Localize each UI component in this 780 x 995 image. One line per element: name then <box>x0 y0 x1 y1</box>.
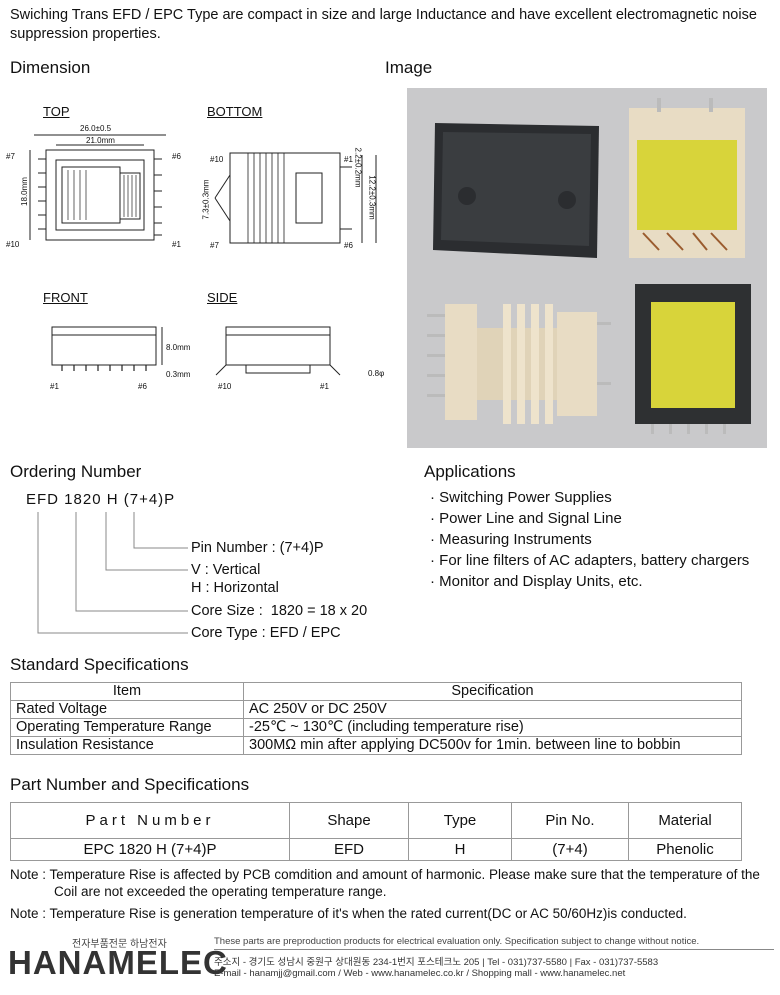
pin10-side: #10 <box>218 382 232 391</box>
company-logo: HANAMELEC <box>8 944 228 981</box>
spec-item: Rated Voltage <box>10 700 244 719</box>
pin6-bottom: #6 <box>344 241 353 250</box>
application-item: Switching Power Supplies <box>430 487 749 508</box>
table-header-row: Item Specification <box>10 682 742 701</box>
col-type: Type <box>408 802 512 839</box>
side-label: SIDE <box>207 290 238 305</box>
horizontal-desc: H : Horizontal <box>191 580 279 596</box>
dim-22: 2.2±0.2mm <box>353 147 363 188</box>
ordering-heading: Ordering Number <box>10 462 142 481</box>
note-1: Note : Temperature Rise is affected by P… <box>10 867 760 899</box>
applications-heading: Applications <box>424 462 516 481</box>
spec-item: Operating Temperature Range <box>10 718 244 737</box>
table-row: Rated Voltage AC 250V or DC 250V <box>10 700 742 719</box>
pin1-top: #1 <box>172 240 181 249</box>
col-part-number: Part Number <box>10 802 290 839</box>
dim-08: 0.8φ <box>368 369 385 378</box>
pin6-top: #6 <box>172 152 181 161</box>
pin1-bottom: #1 <box>344 155 353 164</box>
ordering-code: EFD 1820 H (7+4)P <box>26 491 175 508</box>
product-photo <box>407 88 767 448</box>
image-heading: Image <box>385 58 433 77</box>
code-orientation: H <box>106 491 119 508</box>
core-size-value: 1820 = 18 x 20 <box>270 603 368 619</box>
shape-cell: EFD <box>289 838 409 861</box>
core-size-desc: Core Size : 1820 = 18 x 20 <box>191 603 367 619</box>
dimension-heading: Dimension <box>10 58 91 77</box>
dim-21: 21.0mm <box>86 136 115 145</box>
spec-value: 300MΩ min after applying DC500v for 1min… <box>243 736 742 755</box>
part-number-cell: EPC 1820 H (7+4)P <box>10 838 290 861</box>
spec-value: -25℃ ~ 130℃ (including temperature rise) <box>243 718 742 737</box>
pin7-top: #7 <box>6 152 15 161</box>
bottom-label: BOTTOM <box>207 104 263 119</box>
part-specs-table: Part Number Shape Type Pin No. Material … <box>10 802 742 861</box>
pin1-front: #1 <box>50 382 59 391</box>
applications-list: Switching Power Supplies Power Line and … <box>430 487 749 592</box>
application-item: Measuring Instruments <box>430 529 749 550</box>
top-label: TOP <box>43 104 70 119</box>
code-core-type: EFD <box>26 491 59 508</box>
table-row: EPC 1820 H (7+4)P EFD H (7+4) Phenolic <box>10 838 742 861</box>
core-type-desc: Core Type : EFD / EPC <box>191 625 341 641</box>
pin10-top: #10 <box>6 240 20 249</box>
footer-disclaimer: These parts are preproduction products f… <box>214 936 700 947</box>
col-material: Material <box>628 802 742 839</box>
dimension-lines <box>29 134 377 376</box>
footer: 전자부품전문 하남전자 HANAMELEC These parts are pr… <box>0 928 780 995</box>
standard-specs-table: Item Specification Rated Voltage AC 250V… <box>10 682 742 755</box>
product-photo-art <box>427 98 751 434</box>
dim-73: 7.3±0.3mm <box>201 179 211 220</box>
application-item: Monitor and Display Units, etc. <box>430 571 749 592</box>
dim-03: 0.3mm <box>166 370 191 379</box>
pin1-side: #1 <box>320 382 329 391</box>
pin-number-desc: Pin Number : (7+4)P <box>191 540 324 556</box>
type-cell: H <box>408 838 512 861</box>
dim-8: 8.0mm <box>166 343 191 352</box>
logo-korean: 전자부품전문 하남전자 <box>72 939 167 950</box>
material-cell: Phenolic <box>628 838 742 861</box>
front-label: FRONT <box>43 290 88 305</box>
note-2: Note : Temperature Rise is generation te… <box>10 906 687 921</box>
col-specification: Specification <box>243 682 742 701</box>
core-size-label: Core Size : <box>191 603 263 619</box>
pin7-bottom: #7 <box>210 241 219 250</box>
code-core-size: 1820 <box>64 491 102 508</box>
col-item: Item <box>10 682 244 701</box>
col-shape: Shape <box>289 802 409 839</box>
spec-item: Insulation Resistance <box>10 736 244 755</box>
table-row: Operating Temperature Range -25℃ ~ 130℃ … <box>10 718 742 737</box>
dim-122: 12.2±0.3mm <box>367 175 377 220</box>
standard-specs-heading: Standard Specifications <box>10 655 189 674</box>
dimension-drawing: TOP BOTTOM FRONT SIDE <box>0 95 400 405</box>
footer-divider <box>214 949 774 950</box>
part-specs-heading: Part Number and Specifications <box>10 775 250 794</box>
footer-address: 주소지 - 경기도 성남시 중원구 상대원동 234-1번지 포스테크노 205… <box>214 957 659 968</box>
table-header-row: Part Number Shape Type Pin No. Material <box>10 802 742 839</box>
table-row: Insulation Resistance 300MΩ min after ap… <box>10 736 742 755</box>
intro-text: Swiching Trans EFD / EPC Type are compac… <box>10 7 757 42</box>
pin10-bottom: #10 <box>210 155 224 164</box>
footer-contact: E-mail - hanamjj@gmail.com / Web - www.h… <box>214 968 626 979</box>
pin6-front: #6 <box>138 382 147 391</box>
application-item: Power Line and Signal Line <box>430 508 749 529</box>
code-pins: (7+4)P <box>123 491 176 508</box>
pin-no-cell: (7+4) <box>511 838 629 861</box>
vertical-desc: V : Vertical <box>191 562 261 578</box>
ordering-leader-lines <box>37 512 188 634</box>
col-pin-no: Pin No. <box>511 802 629 839</box>
dim-26: 26.0±0.5 <box>80 124 112 133</box>
dim-18: 18.0mm <box>19 177 29 206</box>
spec-value: AC 250V or DC 250V <box>243 700 742 719</box>
application-item: For line filters of AC adapters, battery… <box>430 550 749 571</box>
